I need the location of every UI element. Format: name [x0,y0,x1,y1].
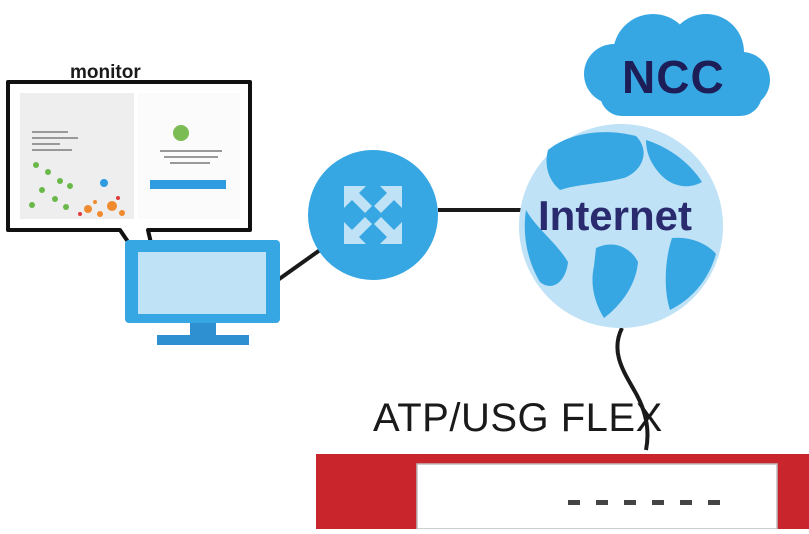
firewall-appliance-icon [316,454,809,530]
connection-lines [273,208,650,451]
device-model-label: ATP/USG FLEX [373,396,663,440]
pc-to-router-line [273,248,322,284]
monitor-callout-icon [6,80,252,294]
globe-icon [519,124,723,328]
internet-label: Internet [538,192,693,239]
status-led-row [568,500,720,505]
ncc-cloud-label: NCC [622,51,725,103]
cloud-icon [584,14,770,116]
monitor-label: monitor [70,62,141,83]
desktop-monitor-icon [125,240,280,345]
router-icon [308,150,438,280]
internet-to-device-line [615,327,650,451]
